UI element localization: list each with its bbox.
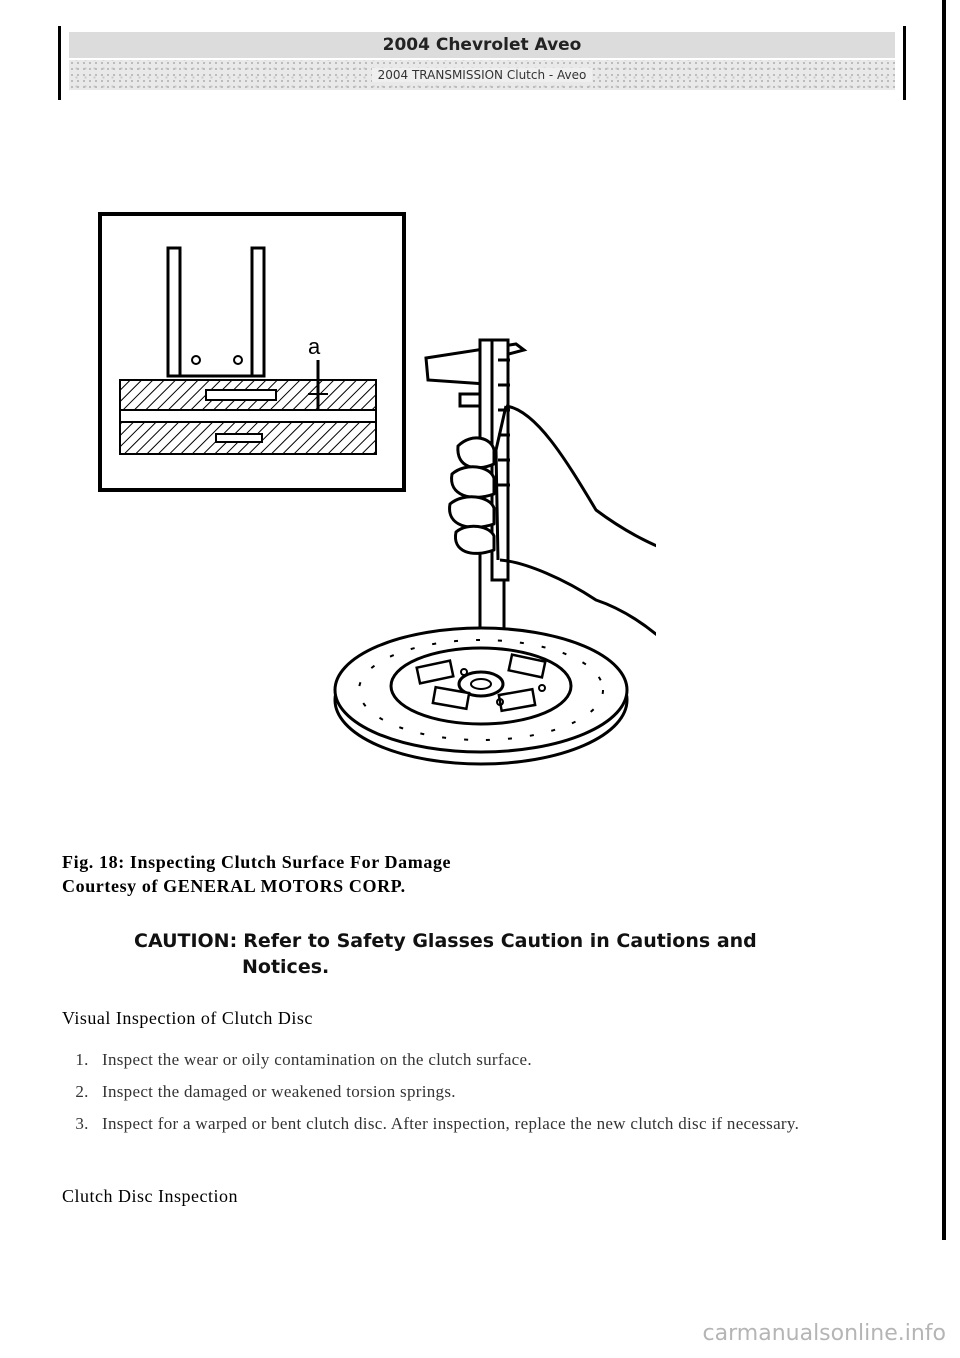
inset-detail: a — [98, 212, 406, 492]
inset-label-a: a — [308, 334, 321, 359]
figure-caption: Fig. 18: Inspecting Clutch Surface For D… — [62, 852, 452, 872]
figure-caption-block: Fig. 18: Inspecting Clutch Surface For D… — [62, 850, 451, 898]
clutch-disc-figure: a — [96, 210, 656, 800]
page-header: 2004 Chevrolet Aveo 2004 TRANSMISSION Cl… — [58, 26, 906, 100]
right-margin-rule — [942, 0, 946, 1240]
header-subtitle: 2004 TRANSMISSION Clutch - Aveo — [371, 68, 593, 82]
clutch-disc-illustration: a — [98, 212, 656, 766]
step-number: 3. — [75, 1114, 89, 1133]
step-text: Inspect for a warped or bent clutch disc… — [102, 1114, 800, 1133]
list-item: 2. Inspect the damaged or weakened torsi… — [62, 1080, 892, 1104]
caution-text-line2: Notices. — [242, 956, 330, 978]
watermark: carmanualsonline.info — [702, 1321, 946, 1346]
section-title-visual-inspection: Visual Inspection of Clutch Disc — [62, 1008, 313, 1028]
step-number: 1. — [75, 1050, 89, 1069]
section-title-clutch-disc-inspection: Clutch Disc Inspection — [62, 1186, 238, 1206]
inspection-steps: 1. Inspect the wear or oily contaminatio… — [62, 1048, 892, 1144]
list-item: 3. Inspect for a warped or bent clutch d… — [62, 1112, 892, 1136]
caution-label: CAUTION: — [134, 930, 238, 952]
list-item: 1. Inspect the wear or oily contaminatio… — [62, 1048, 892, 1072]
caution-notice: CAUTION:Refer to Safety Glasses Caution … — [134, 928, 854, 980]
clutch-disc-drawing — [333, 626, 629, 766]
header-subtitle-band: 2004 TRANSMISSION Clutch - Aveo — [69, 60, 895, 90]
header-title: 2004 Chevrolet Aveo — [69, 32, 895, 58]
hand-drawing — [448, 404, 656, 637]
caution-text-line1: Refer to Safety Glasses Caution in Cauti… — [243, 930, 757, 952]
step-text: Inspect the damaged or weakened torsion … — [102, 1082, 456, 1101]
step-text: Inspect the wear or oily contamination o… — [102, 1050, 532, 1069]
step-number: 2. — [75, 1082, 89, 1101]
figure-credit: Courtesy of GENERAL MOTORS CORP. — [62, 876, 406, 896]
